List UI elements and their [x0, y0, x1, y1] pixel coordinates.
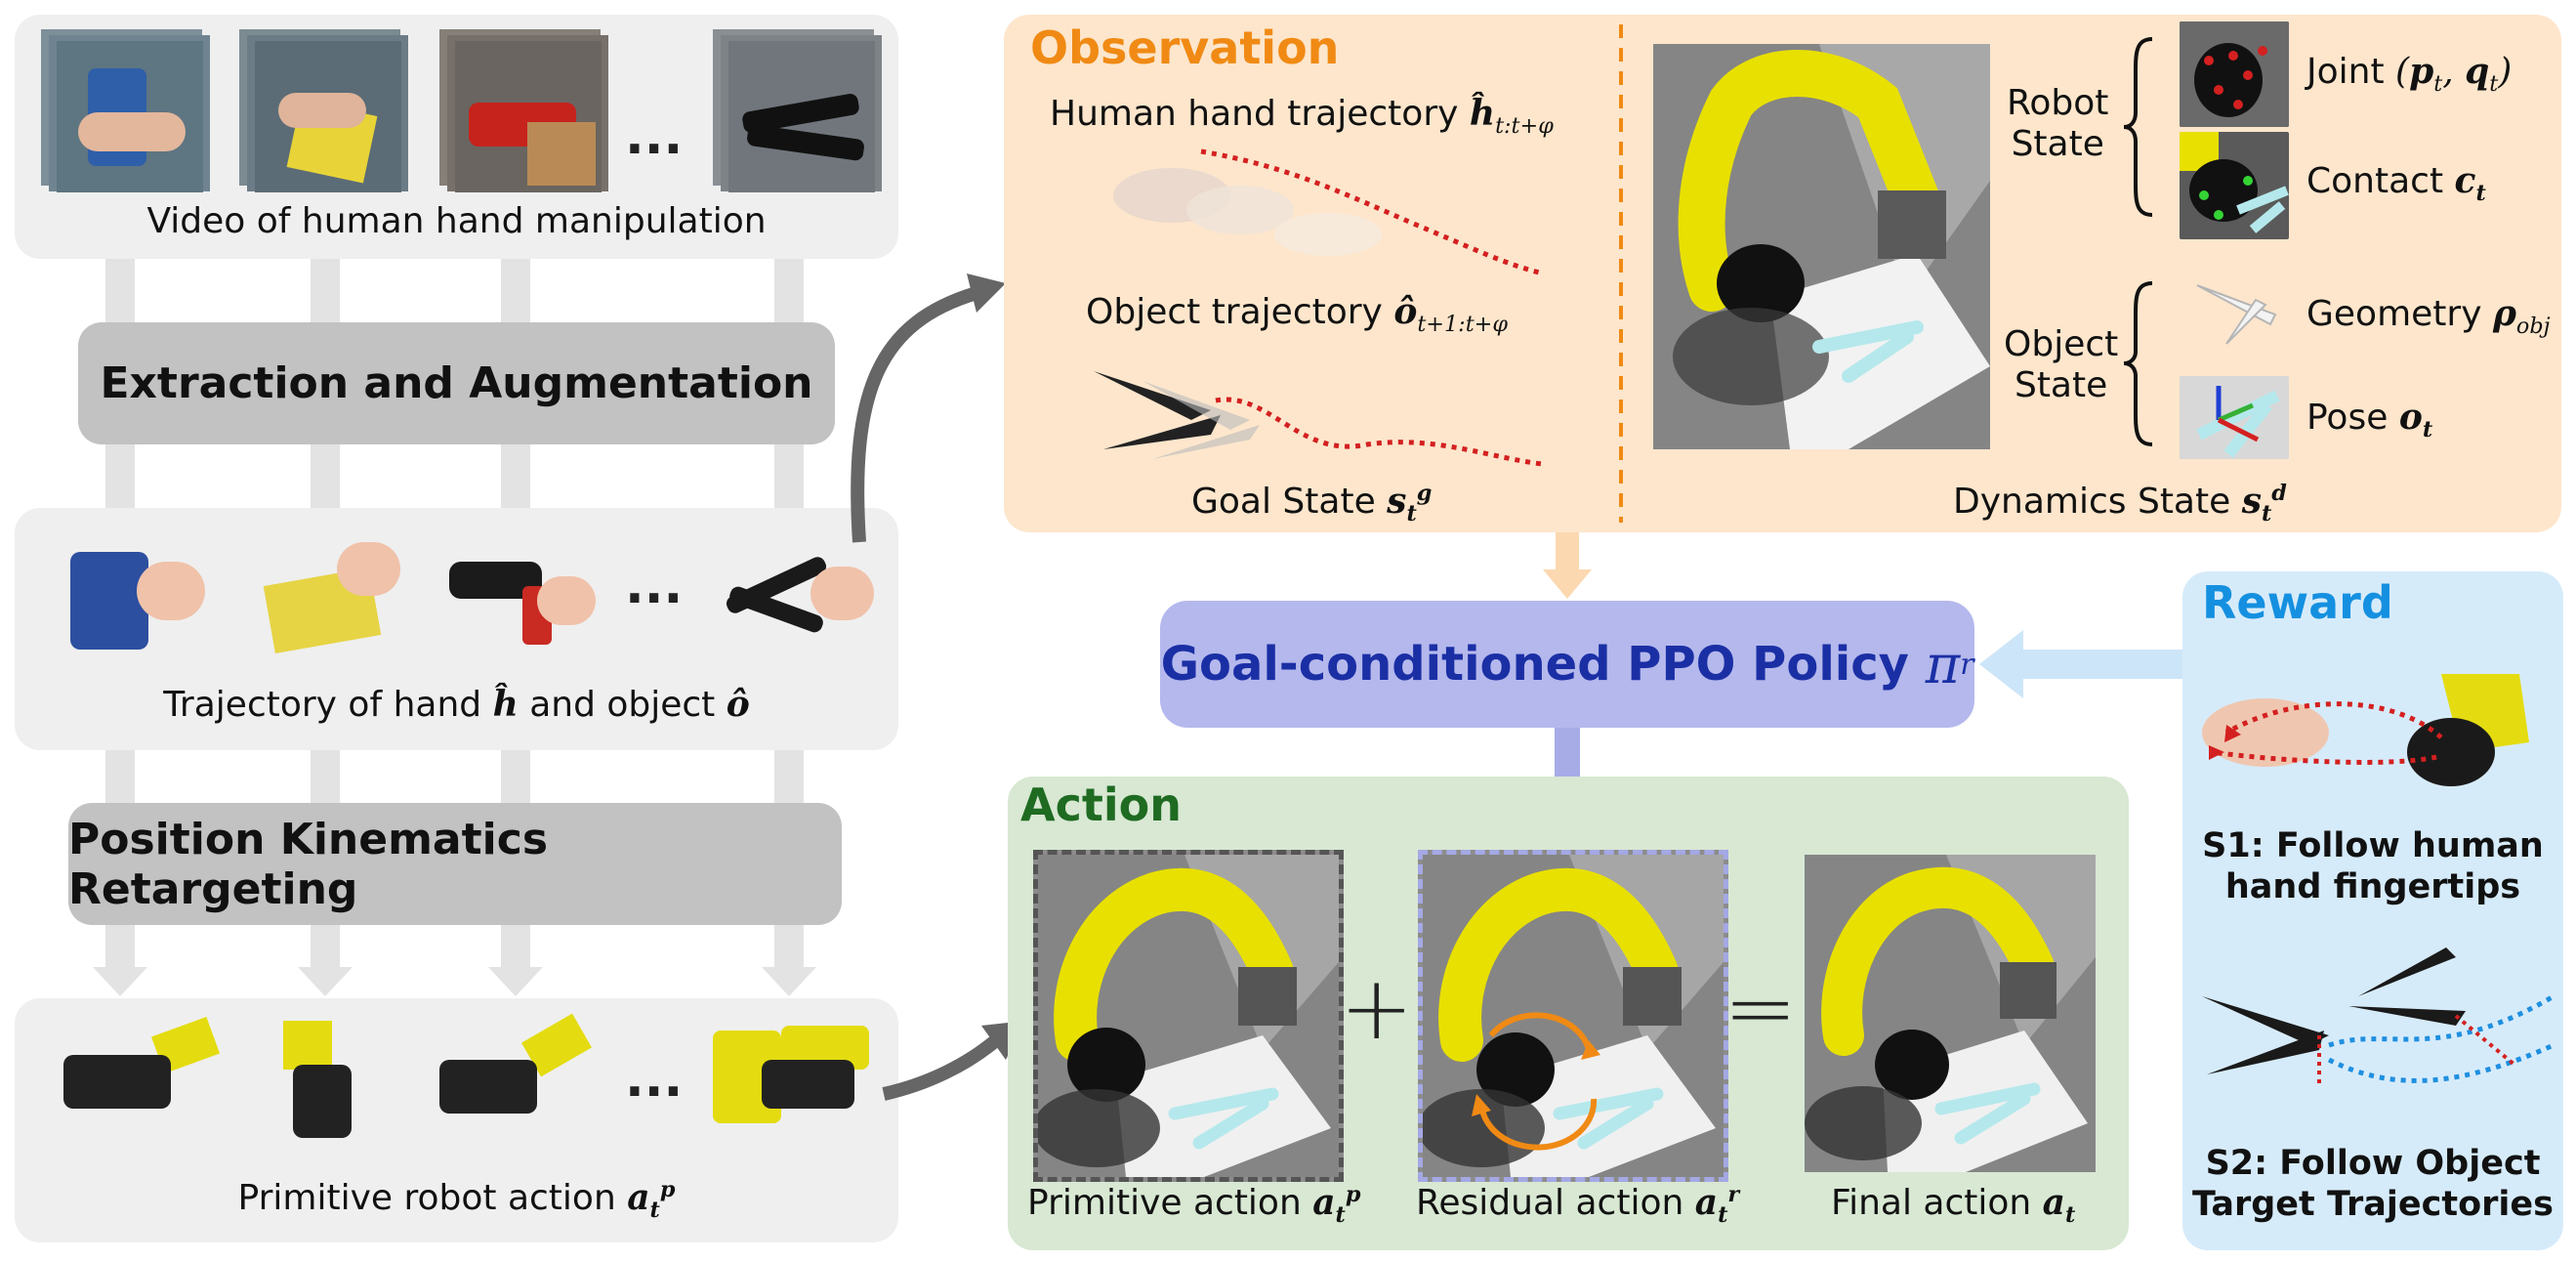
hand-icon	[337, 542, 400, 596]
object-symbol: ô	[726, 684, 750, 725]
reward-to-policy-arrow	[1979, 630, 2189, 698]
action-title: Action	[1020, 778, 1182, 831]
observation-divider	[1619, 24, 1623, 523]
flow-arrows	[851, 273, 1025, 1101]
dynamics-sim-image	[1653, 44, 1990, 449]
robot-arm-icon	[283, 1021, 332, 1070]
robot-state-brace	[2123, 37, 2153, 217]
robot-sim-scene-final	[1805, 855, 2096, 1172]
robot-hand-icon	[63, 1055, 171, 1109]
joint-label: Joint (pt, qt)	[2306, 51, 2513, 98]
hand-symbol: ĥ	[492, 684, 519, 725]
human-trajectory-label: Human hand trajectory ĥt:t+φ	[1050, 93, 1554, 140]
joint-keypoints-icon	[2180, 21, 2289, 127]
robot-hand-icon	[293, 1065, 352, 1138]
hand-icon	[537, 576, 596, 625]
reward-s2-illustration	[2202, 947, 2555, 1084]
reward-s1-illustration	[2202, 674, 2529, 786]
pose-axes-icon	[2180, 376, 2289, 459]
primitive-action-label: Primitive action atp	[1027, 1182, 1361, 1229]
robot-hand-icon	[762, 1060, 854, 1109]
robot-hand-icon	[439, 1060, 537, 1114]
residual-action-image	[1418, 850, 1728, 1182]
box-icon	[527, 122, 596, 186]
reward-title: Reward	[2202, 576, 2393, 629]
can-icon	[70, 552, 148, 650]
hand-icon	[278, 93, 366, 128]
final-action-label: Final action at	[1831, 1182, 2076, 1229]
obs-to-policy-arrow	[1543, 532, 1592, 599]
video-caption: Video of human hand manipulation	[146, 201, 767, 241]
reward-s1-caption: S1: Follow human hand fingertips	[2202, 826, 2544, 906]
equals-operator: =	[1724, 957, 1798, 1060]
observation-title: Observation	[1030, 21, 1340, 74]
plus-operator: +	[1340, 957, 1414, 1060]
residual-action-label: Residual action atr	[1416, 1182, 1740, 1229]
robot-sim-scene-residual	[1423, 855, 1724, 1177]
hand-icon	[137, 562, 205, 620]
trajectory-panel	[15, 508, 898, 750]
robot-sim-scene	[1653, 44, 1990, 449]
primitive-action-image	[1033, 850, 1344, 1182]
geometry-thumbnail	[2187, 275, 2285, 354]
primitive-robot-caption: Primitive robot action atp	[237, 1177, 676, 1224]
pose-thumbnail	[2180, 376, 2289, 459]
robot-sim-scene	[1038, 855, 1339, 1177]
reward-s2-caption: S2: Follow Object Target Trajectories	[2192, 1144, 2554, 1224]
trajectory-caption: Trajectory of hand ĥ and object ô	[163, 684, 750, 725]
joint-thumbnail	[2180, 21, 2289, 127]
object-trajectory	[1094, 371, 1544, 467]
object-state-label: Object State	[2004, 324, 2119, 405]
object-trajectory-label: Object trajectory ôt+1:t+φ	[1086, 291, 1508, 338]
retargeting-label: Position Kinematics Retargeting	[68, 803, 842, 925]
contact-label: Contact ct	[2306, 160, 2486, 207]
human-hand-trajectory	[1113, 148, 1544, 276]
object-state-brace	[2123, 281, 2153, 446]
primitive-ellipsis: ...	[625, 1050, 684, 1109]
goal-state-label: Goal State stg	[1191, 481, 1433, 527]
geometry-label: Geometry ρobj	[2306, 293, 2551, 340]
extraction-label: Extraction and Augmentation	[78, 322, 835, 444]
clamp-wireframe-icon	[2196, 284, 2277, 345]
robot-state-label: Robot State	[2007, 83, 2109, 164]
pose-label: Pose ot	[2306, 397, 2433, 443]
hand-icon	[810, 567, 874, 620]
contact-thumbnail	[2180, 132, 2289, 239]
contact-points-icon	[2180, 132, 2289, 239]
dynamics-state-label: Dynamics State std	[1953, 481, 2287, 527]
final-action-image	[1805, 855, 2096, 1172]
video-ellipsis: ...	[625, 107, 684, 166]
hand-icon	[78, 112, 186, 151]
trajectory-ellipsis: ...	[625, 557, 684, 615]
